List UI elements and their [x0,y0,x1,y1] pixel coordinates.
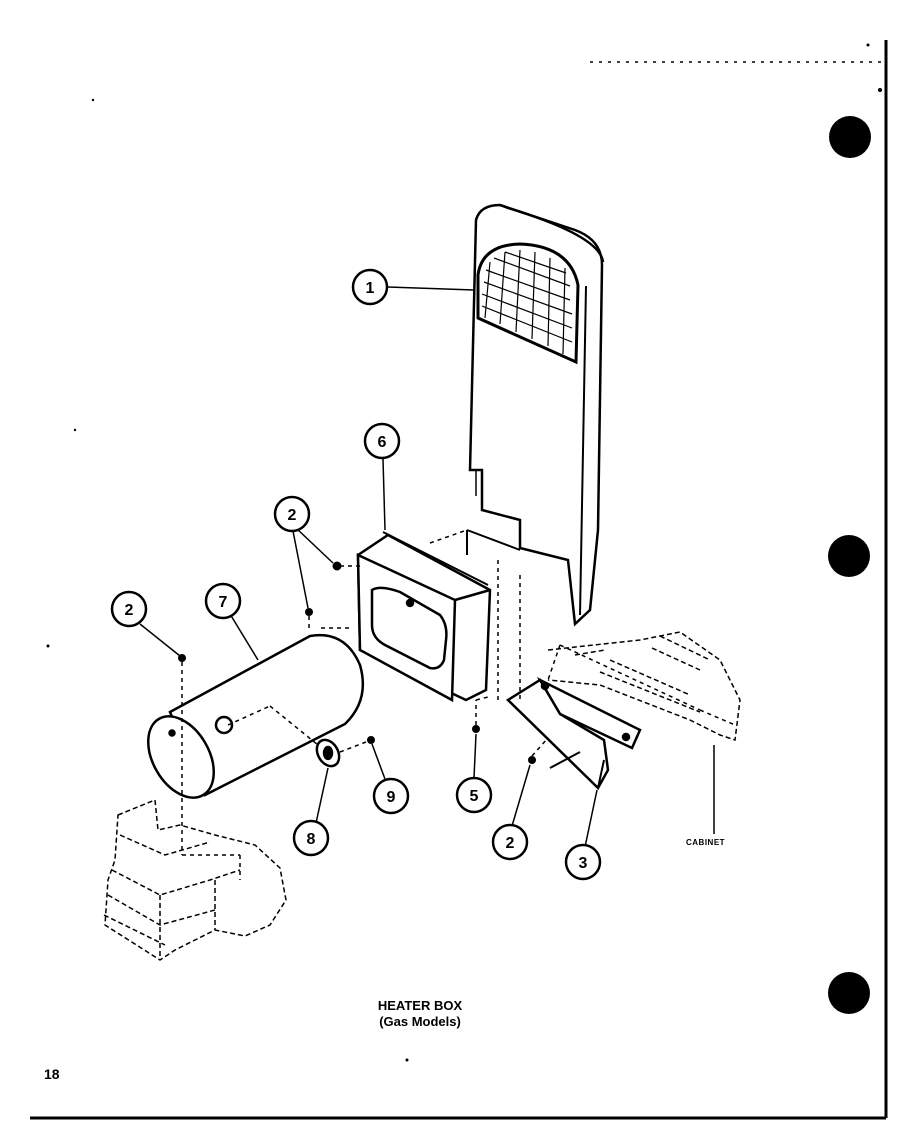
callout-8-label: 8 [307,831,316,848]
fitting-part [315,738,341,768]
diagram-caption: HEATER BOX (Gas Models) [300,998,540,1030]
callout-9: 9 [372,777,410,815]
caption-subtitle: (Gas Models) [379,1014,461,1029]
callout-9-label: 9 [387,789,396,806]
callout-3-label: 3 [579,855,588,872]
callout-7-label: 7 [219,594,228,611]
page-edge [30,40,888,1120]
binder-hole-top [829,116,871,158]
burner-outline [103,798,287,961]
duct-adapter-part [356,531,492,703]
cabinet-label: CABINET [686,838,726,847]
callout-6-label: 6 [378,434,387,451]
callout-1: 1 [351,268,389,306]
callout-5: 5 [455,776,493,814]
callout-2-upper: 2 [273,495,311,533]
callout-1-label: 1 [366,280,375,297]
binder-hole-middle [828,535,870,577]
binder-hole-bottom [828,972,870,1014]
bracket-part [505,676,642,791]
leader-lines [139,286,715,848]
caption-title: HEATER BOX [377,998,463,1013]
callout-5-label: 5 [470,788,479,805]
cabinet-outline [547,631,741,742]
heater-tube-part [147,633,365,799]
back-panel-grille [476,242,580,365]
scan-specks [46,43,882,1062]
page-number: 18 [44,1066,60,1082]
callout-2-lower: 2 [491,823,529,861]
callout-7: 7 [204,582,242,620]
callout-2-left: 2 [110,590,148,628]
callout-8: 8 [292,819,330,857]
assembly-lines [181,529,736,880]
callout-3: 3 [564,843,602,881]
callout-2-upper-label: 2 [288,507,297,524]
callout-6: 6 [363,422,401,460]
callout-2-lower-label: 2 [506,835,515,852]
screw-set [178,561,536,764]
callout-2-left-label: 2 [125,602,134,619]
